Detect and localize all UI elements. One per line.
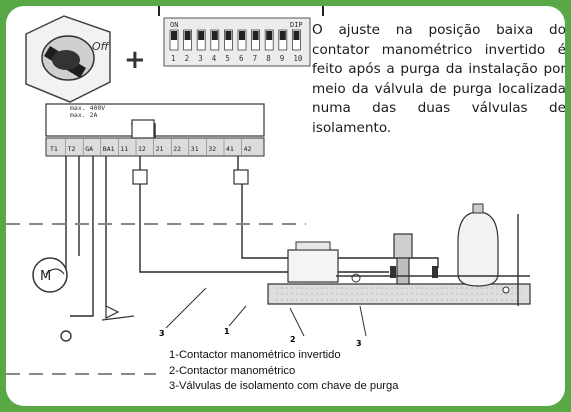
dip-on-label: ON [170,21,178,29]
callout-2: 2 [290,335,296,344]
float-switch-icon [60,305,135,342]
motor-label: M [40,269,51,284]
top-divider [158,6,160,16]
dip-switch-knob [266,31,273,40]
terminal-label: T1 [50,145,58,153]
dip-switch-knob [293,31,300,40]
dip-switch-knob [225,31,232,40]
rating-line-1: max. 400V [70,104,105,112]
callout-1: 1 [224,327,230,336]
dip-switch-knob [239,31,245,40]
dip-switch-knob [279,31,286,40]
terminal-label: T2 [68,145,76,153]
callout-3-left: 3 [159,329,165,338]
dip-number: 2 [185,54,190,63]
terminal-label: BA1 [103,145,115,153]
control-box: max. 400V max. 2A T1 T2 GA BA1 11 12 21 22 31 32 4… [45,103,265,157]
dip-label: DIP [290,21,303,29]
off-switch-icon: Off [25,15,111,103]
terminal-label: 21 [156,145,164,153]
dip-number: 8 [266,54,271,63]
terminal-label: 11 [120,145,128,153]
dip-switch-knob [184,31,191,40]
dip-switch-knob [211,31,218,40]
terminal-label: GA [85,145,93,153]
description-text: O ajuste na posição baixa do contator ma… [312,22,565,136]
terminal-label: 42 [244,145,252,153]
rating-line-2: max. 2A [70,111,97,119]
legend-item: 3-Válvulas de isolamento com chave de pu… [169,380,399,393]
pump-assembly [267,203,531,306]
motor-icon: M [32,257,68,293]
legend-item: 1-Contactor manométrico invertido [169,349,341,361]
terminal-label: 22 [173,145,181,153]
legend-item: 2-Contactor manométrico [169,364,296,377]
dip-number: 5 [225,54,230,63]
top-divider [322,6,324,16]
dip-number: 7 [253,54,258,63]
off-label: Off [92,40,110,53]
dip-number: 4 [212,54,217,63]
dip-switch-knob [171,31,177,40]
terminal-label: 41 [226,145,234,153]
wires [65,123,439,317]
terminal-label: 32 [208,145,216,153]
legend: 1-Contactor manométrico invertido 2-Cont… [169,348,398,395]
dip-number: 6 [239,54,244,63]
dip-number: 3 [198,54,203,63]
terminal-label: 12 [138,145,146,153]
dip-number: 10 [293,54,303,63]
plus-sign: + [124,45,146,75]
dip-switch-knob [198,31,205,40]
dip-switch-knob [252,31,259,40]
callout-3-right: 3 [356,339,362,348]
terminal-label: 31 [191,145,199,153]
dip-number: 1 [171,54,176,63]
dip-number: 9 [280,54,285,63]
